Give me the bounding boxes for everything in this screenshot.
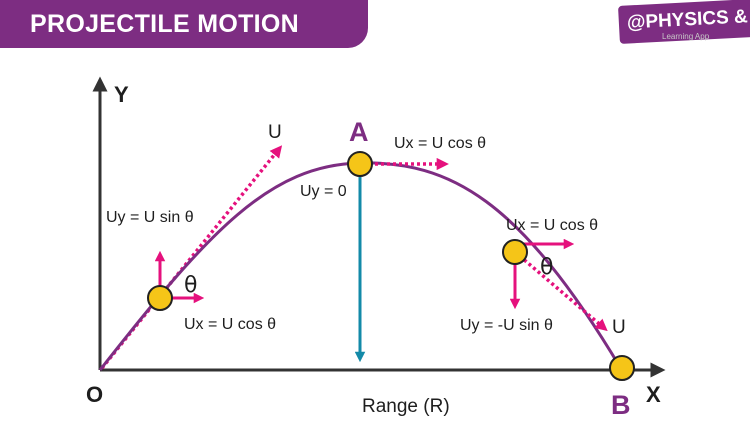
- launch-uy-label: Uy = U sin θ: [106, 209, 194, 226]
- launch-ux-label: Ux = U cos θ: [184, 316, 276, 333]
- launch-ball: [147, 285, 173, 311]
- landing-point-label: B: [611, 390, 631, 420]
- peak-point-label: A: [349, 117, 369, 147]
- launch-angle-label: θ: [184, 273, 197, 298]
- page-title: PROJECTILE MOTION: [30, 10, 300, 38]
- descent-ball: [502, 239, 528, 265]
- brand-subtitle: Learning App: [662, 32, 710, 41]
- descent-ux-label: Ux = U cos θ: [506, 217, 598, 234]
- title-banner: PROJECTILE MOTION: [0, 0, 368, 48]
- descent-angle-label: θ: [540, 255, 553, 280]
- launch-velocity-vector: [100, 145, 283, 370]
- descent-uy-label: Uy = -U sin θ: [460, 317, 553, 334]
- landing-ball: [609, 355, 635, 381]
- y-axis-label: Y: [114, 82, 129, 107]
- descent-velocity-vector: [513, 250, 608, 332]
- peak-ball: [347, 151, 373, 177]
- peak-uy-label: Uy = 0: [300, 183, 347, 200]
- range-label: Range (R): [362, 396, 450, 417]
- descent-velocity-label: U: [612, 317, 626, 338]
- launch-velocity-label: U: [268, 122, 282, 143]
- peak-ux-label: Ux = U cos θ: [394, 135, 486, 152]
- origin-label: O: [86, 382, 103, 407]
- x-axis-label: X: [646, 382, 661, 407]
